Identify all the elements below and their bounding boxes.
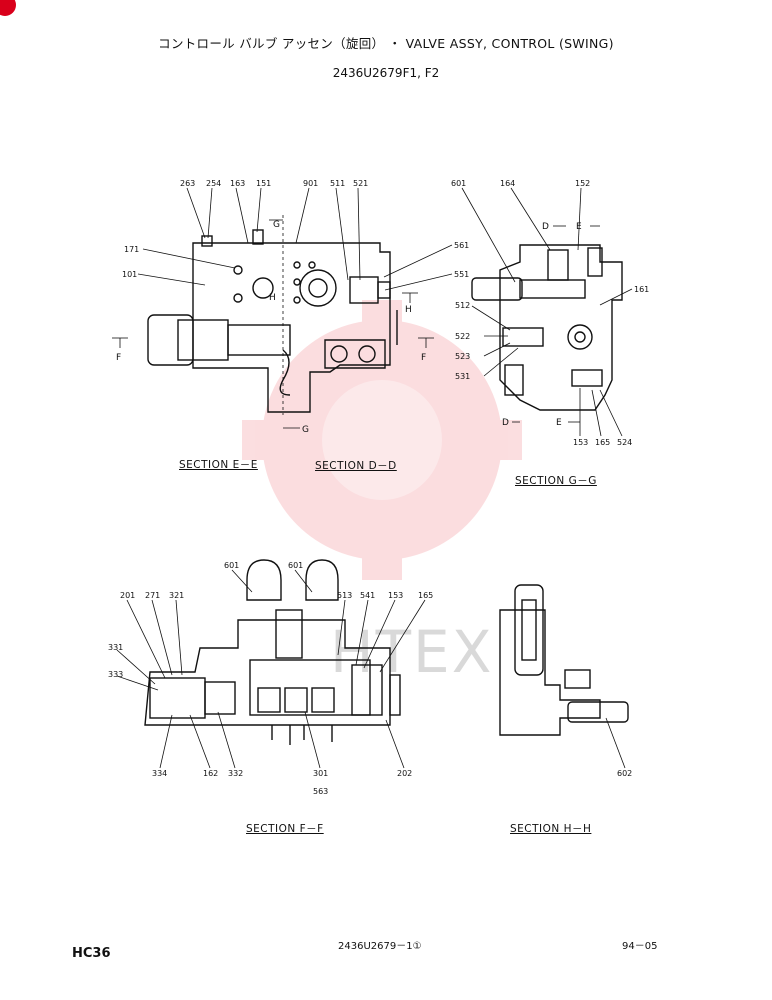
- page-title: コントロール バルブ アッセン（旋回） ・ VALVE ASSY, CONTRO…: [158, 36, 614, 51]
- label-163: 163: [230, 179, 245, 188]
- label-162: 162: [203, 769, 218, 778]
- label-301: 301: [313, 769, 328, 778]
- label-561: 561: [454, 241, 469, 250]
- section-hh-leaders: [605, 717, 626, 769]
- label-202: 202: [397, 769, 412, 778]
- label-521: 521: [353, 179, 368, 188]
- label-165: 165: [595, 438, 610, 447]
- label-331: 331: [108, 643, 123, 652]
- label-161: 161: [634, 285, 649, 294]
- label-263: 263: [180, 179, 195, 188]
- section-ee-leaders: [112, 187, 453, 429]
- revision-date: 94－05: [622, 941, 658, 952]
- label-601-b: 601: [288, 561, 303, 570]
- section-ff-drawing: [144, 559, 401, 745]
- label-901: 901: [303, 179, 318, 188]
- label-531: 531: [455, 372, 470, 381]
- label-522: 522: [455, 332, 470, 341]
- label-334: 334: [152, 769, 167, 778]
- section-hh-drawing: [499, 584, 629, 736]
- label-271: 271: [145, 591, 160, 600]
- label-541: 541: [360, 591, 375, 600]
- section-gg-leaders: [461, 187, 633, 437]
- model-code: HC36: [72, 946, 111, 961]
- label-523: 523: [455, 352, 470, 361]
- label-332: 332: [228, 769, 243, 778]
- cut-h-left: H: [269, 293, 276, 303]
- label-524: 524: [617, 438, 632, 447]
- section-ff-leaders: [116, 569, 426, 769]
- cut-h-right: H: [405, 305, 412, 315]
- cut-f-right: F: [421, 353, 426, 363]
- labels-bottom-right: 602: [617, 769, 632, 778]
- labels-top-left: 263 254 163 151 901 511 521 171 561 101 …: [122, 179, 469, 279]
- section-hh-caption: SECTION H－H: [510, 823, 592, 835]
- label-153: 153: [573, 438, 588, 447]
- label-513: 513: [337, 591, 352, 600]
- label-254: 254: [206, 179, 221, 188]
- watermark-text: HTEX: [330, 618, 493, 686]
- watermark-gear-icon: [242, 300, 522, 580]
- section-ff-caption: SECTION F－F: [246, 823, 324, 835]
- cut-g-top: G: [273, 220, 280, 230]
- label-101: 101: [122, 270, 137, 279]
- section-gg-drawing: [471, 244, 623, 411]
- cut-e-bottom: E: [556, 418, 562, 428]
- section-gg-caption: SECTION G－G: [515, 475, 597, 487]
- label-512: 512: [455, 301, 470, 310]
- label-153-b: 153: [388, 591, 403, 600]
- section-ee-caption: SECTION E－E: [179, 459, 258, 471]
- labels-top-right: 601 164 152 161 512 522 523 531 153 165 …: [451, 179, 649, 447]
- label-165-b: 165: [418, 591, 433, 600]
- label-152: 152: [575, 179, 590, 188]
- cut-plane-markers: G G H H F F D E D E: [116, 220, 582, 435]
- section-ee-drawing: [147, 215, 398, 415]
- cut-g-bottom: G: [302, 425, 309, 435]
- label-171: 171: [124, 245, 139, 254]
- drawing-number: 2436U2679－1①: [338, 941, 422, 952]
- corner-badge-icon: [0, 0, 16, 16]
- label-164: 164: [500, 179, 515, 188]
- label-333: 333: [108, 670, 123, 679]
- cut-f-left: F: [116, 353, 121, 363]
- label-151: 151: [256, 179, 271, 188]
- label-602: 602: [617, 769, 632, 778]
- label-551: 551: [454, 270, 469, 279]
- cut-d-top: D: [542, 222, 549, 232]
- section-dd-caption: SECTION D－D: [315, 460, 397, 472]
- labels-bottom-left: 601 601 201 271 321 513 541 153 165 331 …: [108, 561, 433, 796]
- label-563: 563: [313, 787, 328, 796]
- part-codes: 2436U2679F1, F2: [332, 66, 440, 80]
- cut-d-bottom: D: [502, 418, 509, 428]
- label-511: 511: [330, 179, 345, 188]
- label-601: 601: [451, 179, 466, 188]
- label-601-a: 601: [224, 561, 239, 570]
- cut-e-top: E: [576, 222, 582, 232]
- label-201: 201: [120, 591, 135, 600]
- label-321: 321: [169, 591, 184, 600]
